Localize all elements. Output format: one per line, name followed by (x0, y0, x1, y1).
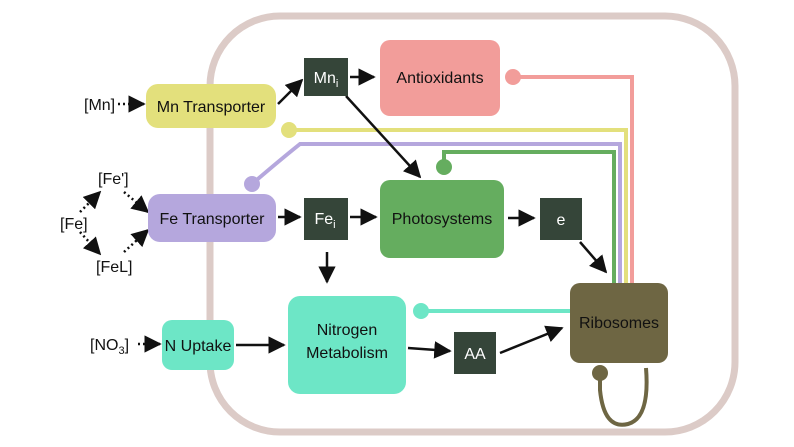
mni-node: Mni (304, 58, 348, 96)
mni-subscript: i (336, 78, 338, 90)
feedback-mn-transporter-dot (281, 122, 297, 138)
mn-transporter-to-mni-arrow (277, 78, 304, 105)
no3-external-label-sub: 3 (118, 345, 124, 357)
fel-arrow (123, 228, 150, 253)
feedback-mn-transporter-line (290, 128, 628, 283)
fe-to-fe-prime-arrow (79, 190, 102, 213)
mn-transporter-label: Mn Transporter (157, 99, 266, 116)
fei-node: Fei (304, 198, 348, 240)
mn-transporter-node: Mn Transporter (146, 84, 276, 128)
svg-text:Mni: Mni (314, 70, 339, 90)
svg-text:[NO3]: [NO3] (90, 337, 129, 357)
feedback-ribosome-self-line (598, 367, 649, 427)
feedback-ribosome-self-dot (592, 365, 608, 381)
aa-to-ribosomes-arrow (499, 325, 564, 355)
fei-subscript: i (333, 219, 335, 231)
fel-external-label: [FeL] (96, 259, 132, 276)
fe-prime-arrow (123, 191, 150, 214)
n-uptake-node: N Uptake (162, 320, 234, 370)
fei-label: Fe (314, 211, 333, 228)
mn-external-label: [Mn] (84, 97, 115, 114)
n-uptake-label: N Uptake (165, 338, 232, 355)
ribosomes-node: Ribosomes (570, 283, 668, 363)
flow-arrows (236, 68, 608, 359)
no3-external-label-suffix: ] (125, 337, 129, 354)
feedback-fe-transporter-line (250, 142, 622, 283)
mni-to-photosystems-arrow (345, 95, 422, 179)
fe-external-label: [Fe] (60, 216, 88, 233)
feedback-antioxidants-dot (505, 69, 521, 85)
fe-prime-external-label: [Fe'] (98, 171, 129, 188)
nitrogen-metabolism-label-line2: Metabolism (306, 345, 388, 362)
e-label: e (557, 212, 566, 229)
no3-external-label-prefix: [NO (90, 337, 118, 354)
fe-transporter-label: Fe Transporter (160, 211, 266, 228)
mni-label: Mn (314, 70, 336, 87)
photosystems-node: Photosystems (380, 180, 504, 258)
external-arrows (79, 95, 162, 353)
nitrogen-metabolism-label-line1: Nitrogen (317, 322, 377, 339)
fe-transporter-node: Fe Transporter (148, 194, 276, 242)
aa-node: AA (454, 332, 496, 374)
photosystems-label: Photosystems (392, 211, 492, 228)
antioxidants-label: Antioxidants (396, 70, 483, 87)
feedback-nitrogen-dot (413, 303, 429, 319)
aa-label: AA (464, 346, 486, 363)
fe-to-fel-arrow (79, 231, 102, 256)
svg-text:Fei: Fei (314, 211, 335, 231)
e-node: e (540, 198, 582, 240)
antioxidants-node: Antioxidants (380, 40, 500, 116)
e-to-ribosomes-arrow (579, 241, 608, 274)
feedback-antioxidants-line (515, 75, 634, 283)
feedback-fe-transporter-dot (244, 176, 260, 192)
feedback-photosystems-dot (436, 159, 452, 175)
nitrogen-metabolism-node: Nitrogen Metabolism (288, 296, 406, 394)
nitrogen-to-aa-arrow (407, 341, 452, 359)
ribosomes-label: Ribosomes (579, 315, 659, 332)
feedback-end-dots (244, 69, 608, 381)
